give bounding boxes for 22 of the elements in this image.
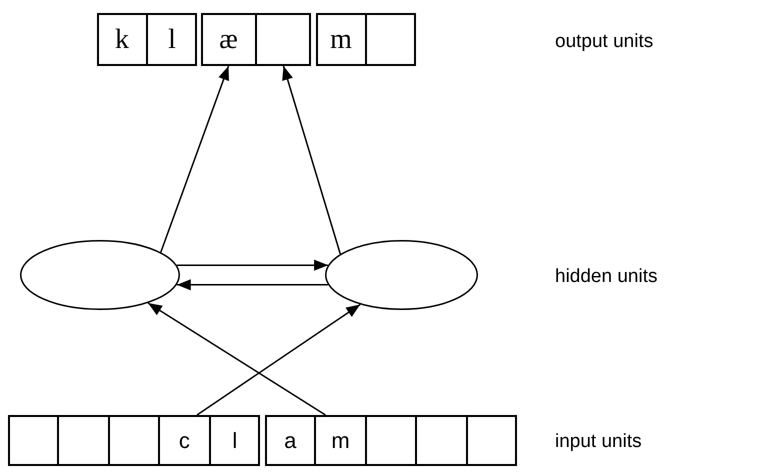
cell-group [201, 13, 311, 66]
unit-cell [58, 415, 109, 466]
unit-cell [416, 415, 467, 466]
arrow [196, 304, 361, 416]
arrow [148, 302, 326, 416]
layer-label: input units [555, 430, 642, 454]
hidden-unit-ellipse [20, 240, 180, 310]
cell-group [97, 13, 197, 66]
unit-cell [366, 415, 416, 466]
cell-group [8, 415, 260, 466]
arrow [282, 66, 342, 254]
layer-label: hidden units [555, 265, 658, 289]
arrow [176, 279, 328, 290]
layer-label: output units [555, 30, 654, 54]
arrow [176, 260, 328, 271]
cell-group [265, 415, 517, 466]
unit-cell: c [159, 415, 210, 466]
cell-group [316, 13, 416, 66]
hidden-unit-ellipse [325, 240, 478, 310]
unit-cell: m [315, 415, 366, 466]
unit-cell [108, 415, 160, 466]
arrow [160, 66, 230, 253]
